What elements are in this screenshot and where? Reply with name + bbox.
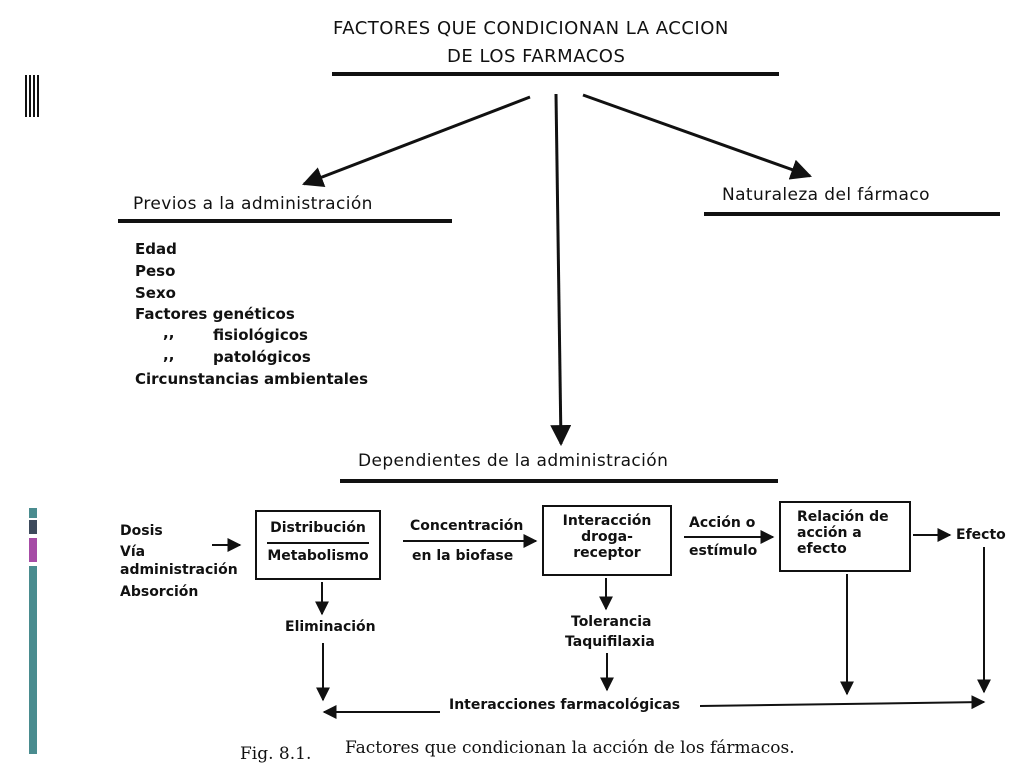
input-dosis: Dosis [120,523,163,539]
naturaleza-underline [704,212,1000,216]
tolerancia-label: Tolerancia [571,614,652,630]
title-underline [332,72,779,76]
input-absorcion: Absorción [120,584,199,600]
interacciones-label: Interacciones farmacológicas [445,697,685,713]
previos-item-ambientales: Circunstancias ambientales [135,370,369,388]
box1-bottom-label: Metabolismo [267,548,369,564]
dependientes-underline [340,479,778,483]
naturaleza-heading: Naturaleza del fármaco [722,185,930,205]
previos-item-sexo: Sexo [135,284,176,302]
box3-line1: Relación de [797,509,889,525]
deco-bar-slate [29,508,37,518]
box-distribucion-metabolismo: Distribución Metabolismo [255,510,381,580]
previos-ditto-2: ,, [163,346,175,364]
previos-item-peso: Peso [135,262,176,280]
arrow-title-to-previos [302,95,531,188]
box3-line2: acción a [797,525,862,541]
arrow-title-to-dependientes [550,93,572,447]
deco-bar-magenta [29,538,37,562]
box-interaccion-droga-receptor: Interacción droga- receptor [542,505,672,576]
input-administracion: administración [120,562,238,578]
figure-caption-text: Factores que condicionan la acción de lo… [345,738,795,758]
previos-item-fisiologicos: fisiológicos [213,326,308,344]
box-relacion-accion-efecto: Relación de acción a efecto [779,501,911,572]
previos-ditto-1: ,, [163,324,175,342]
figure-caption-label: Fig. 8.1. [240,744,312,764]
box1-divider [267,542,369,544]
box3-line3: efecto [797,541,847,557]
previos-heading: Previos a la administración [133,194,373,214]
diagram-title-line2: DE LOS FARMACOS [447,46,626,67]
arrow1-label-line1: Concentración [410,518,524,534]
box2-line3: receptor [573,545,641,561]
box2-line1: Interacción [562,513,652,529]
deco-bar-teal [29,566,37,754]
deco-bar-dark [29,520,37,534]
arrow2-label-line2: estímulo [689,543,758,559]
arrow-interacciones-right [699,695,986,710]
box2-line2: droga- [581,529,633,545]
previos-underline [118,219,452,223]
taquifilaxia-label: Taquifilaxia [565,634,655,650]
arrow2-label-line1: Acción o [689,515,756,531]
effect-label: Efecto [956,527,1006,543]
deco-barcode-top [25,75,40,117]
input-via: Vía [120,544,146,560]
box1-top-label: Distribución [270,520,366,536]
arrow-title-to-naturaleza [582,93,812,180]
previos-item-geneticos: Factores genéticos [135,305,295,323]
previos-item-edad: Edad [135,240,177,258]
diagram-title-line1: FACTORES QUE CONDICIONAN LA ACCION [333,18,729,39]
dependientes-heading: Dependientes de la administración [358,451,669,471]
arrow1-label-line2: en la biofase [412,548,514,564]
previos-item-patologicos: patológicos [213,348,311,366]
eliminacion-label: Eliminación [285,619,376,635]
